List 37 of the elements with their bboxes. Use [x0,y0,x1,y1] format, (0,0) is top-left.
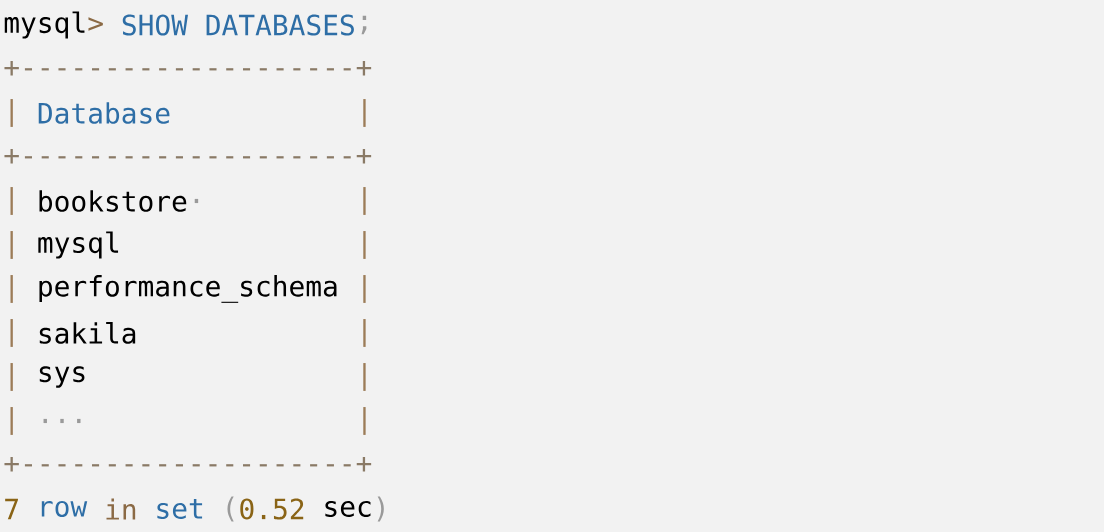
table-border: | [10,319,13,347]
table-border: | [10,187,13,215]
table-border: | [10,275,13,303]
table-border: +--------------------+ [4,457,372,472]
table-border: | [363,319,366,347]
table-border: | [363,187,366,215]
punctuation-mark: . [194,198,199,204]
result-summary-word: row [41,500,88,517]
sql-command: SHOW DATABASES [122,14,354,36]
result-summary-word: set [157,499,203,519]
table-cell: bookstore [39,190,187,212]
table-border: +--------------------+ [4,149,372,164]
result-summary-word: sec [325,500,371,517]
table-cell: mysql [38,231,119,259]
table-border: | [10,363,13,391]
table-border: | [10,231,13,259]
table-border: | [363,363,366,391]
table-border: | [10,407,13,435]
punctuation-mark: ( [227,496,234,522]
punctuation-mark: ) [377,496,384,522]
table-cell: performance_schema [39,275,337,303]
table-border: | [363,231,366,259]
prompt-text: mysql [4,11,85,39]
table-cell: ... [43,418,81,424]
result-summary-word: in [106,498,136,520]
result-summary-number: 0.52 [240,498,304,520]
table-border: +--------------------+ [4,61,372,76]
column-header: Database [38,102,170,124]
table-border: | [10,99,13,127]
prompt-sign: > [88,17,103,31]
table-border: | [363,275,366,303]
table-border: | [363,99,366,127]
table-cell: sys [39,366,85,388]
punctuation-mark: ; [361,15,367,35]
result-summary-number: 7 [5,498,18,520]
table-cell: sakila [39,322,136,344]
table-border: | [363,407,366,435]
